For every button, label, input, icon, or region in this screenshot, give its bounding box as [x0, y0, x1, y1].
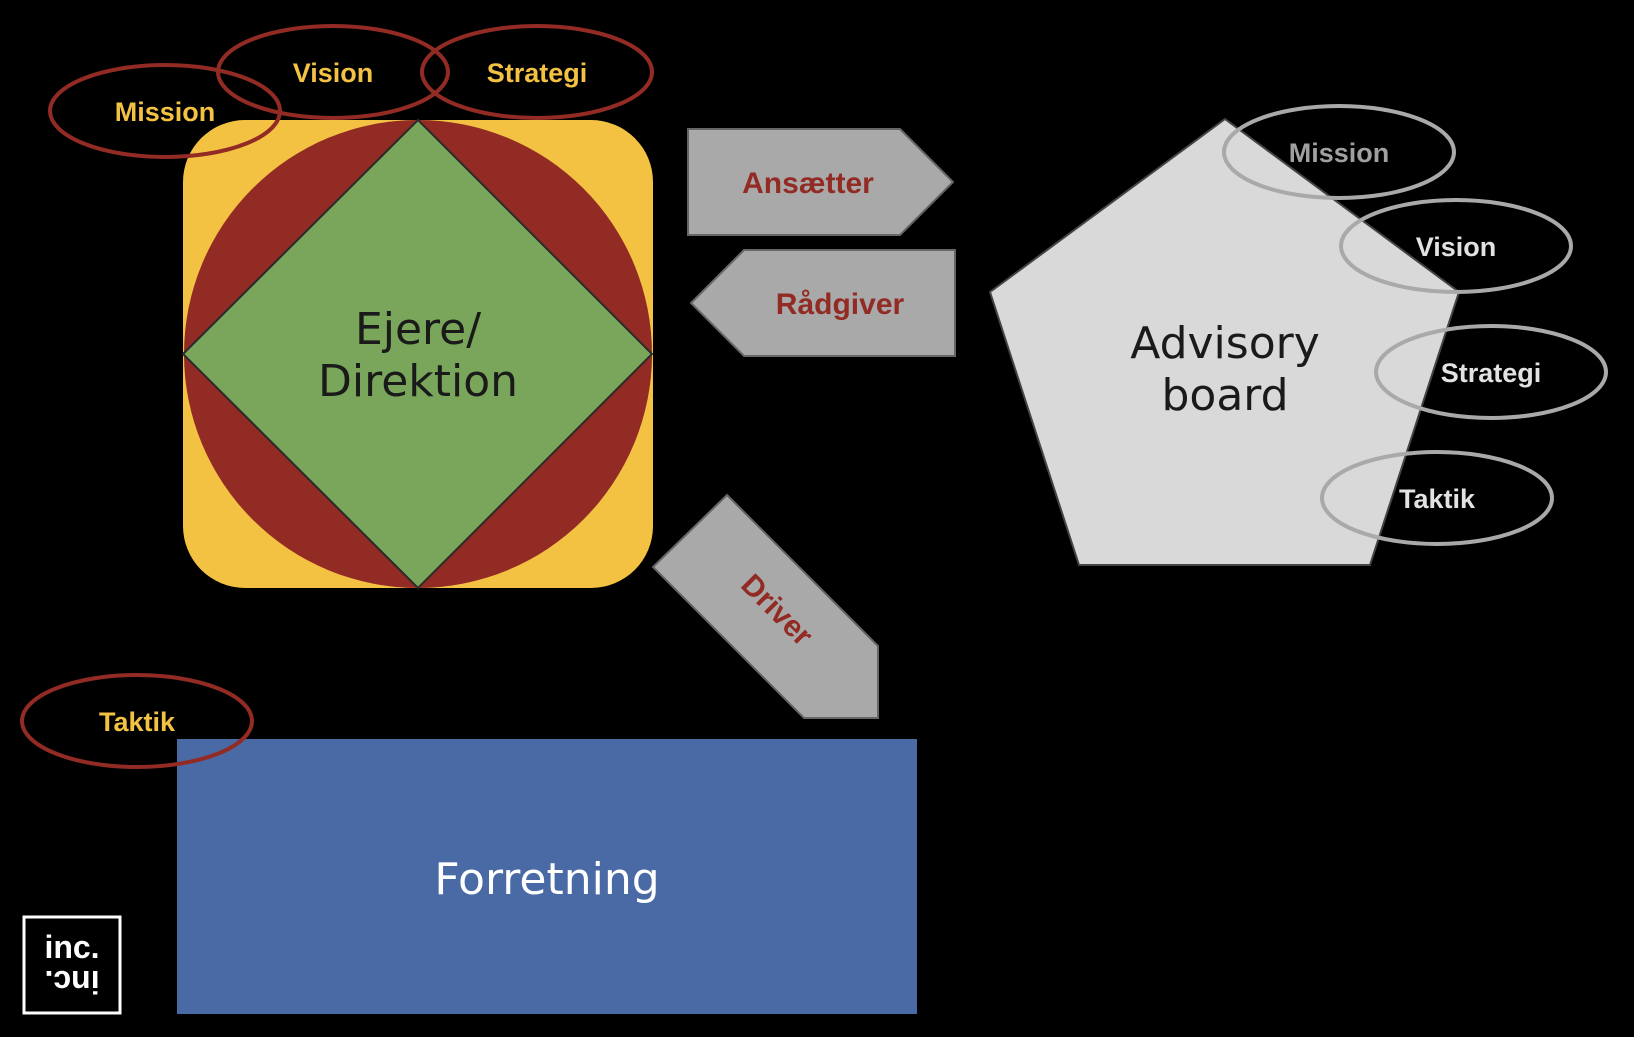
business-label: Forretning	[434, 854, 659, 905]
owners-tag-ellipse	[216, 24, 450, 120]
advisory-title-line2: board	[1161, 370, 1288, 421]
business-tag-ellipse	[20, 673, 254, 769]
advisory-title-line1: Advisory	[1130, 318, 1320, 369]
owners-block: Ejere/ Direktion	[181, 118, 654, 590]
business-tag-taktik: Taktik	[99, 707, 176, 737]
advisory-block: Advisory board	[988, 117, 1461, 566]
arrow-advises-label: Rådgiver	[776, 288, 905, 321]
advisory-tag-vision: Vision	[1416, 232, 1497, 262]
owners-tag-mission: Mission	[115, 97, 216, 127]
advisory-tag-ellipse	[1374, 324, 1608, 420]
arrow-drives: Driver	[651, 493, 879, 719]
advisory-tag-mission: Mission	[1289, 138, 1390, 168]
owners-tag-strategi: Strategi	[487, 58, 588, 88]
advisory-pentagon	[988, 117, 1461, 566]
owners-title-line1: Ejere/	[355, 304, 481, 355]
arrow-left-shape	[689, 249, 956, 357]
advisory-tag-ellipse	[1222, 104, 1456, 200]
owners-diamond	[181, 118, 654, 590]
inc-logo-icon: inc. inc.	[22, 915, 122, 1015]
business-rect	[177, 739, 917, 1014]
owners-tag-ellipse	[420, 24, 654, 120]
arrow-diagonal-shape	[651, 493, 879, 719]
arrow-advises: Rådgiver	[689, 249, 956, 357]
logo-frame	[22, 915, 122, 1015]
arrow-hires-label: Ansætter	[742, 167, 874, 200]
logo-text-bottom: inc.	[44, 964, 99, 1000]
owners-tag-vision: Vision	[293, 58, 374, 88]
owners-tags: Mission Vision Strategi	[48, 24, 654, 159]
arrow-right-shape	[687, 128, 955, 236]
advisory-tag-ellipse	[1320, 450, 1554, 546]
advisory-tag-strategi: Strategi	[1441, 358, 1542, 388]
advisory-tag-ellipse	[1339, 198, 1573, 294]
business-block: Forretning Taktik	[20, 673, 917, 1014]
arrow-hires: Ansætter	[687, 128, 955, 236]
logo-text-top: inc.	[44, 929, 99, 965]
advisory-tag-taktik: Taktik	[1399, 484, 1476, 514]
advisory-tags: Mission Vision Strategi Taktik	[1222, 104, 1608, 546]
owners-title-line2: Direktion	[318, 356, 518, 407]
